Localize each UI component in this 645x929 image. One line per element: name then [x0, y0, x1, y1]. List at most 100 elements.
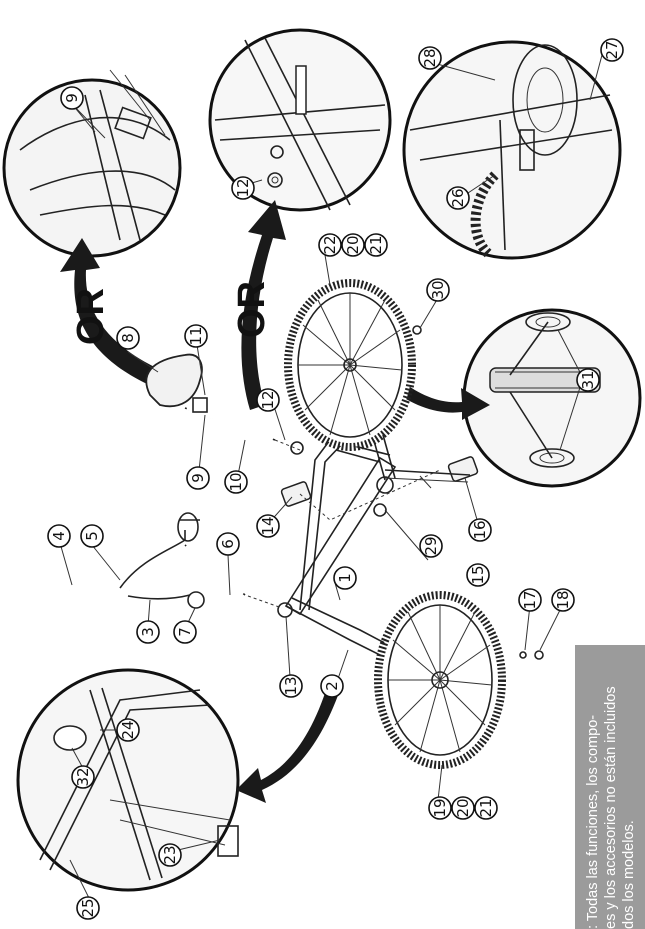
part-callout-21: 21 — [364, 233, 388, 257]
callout-number: 4 — [50, 531, 68, 541]
callout-circle — [71, 765, 95, 789]
part-callout-20: 20 — [451, 796, 475, 820]
part-callout-25: 25 — [76, 896, 100, 920]
part-callout-12: 12 — [231, 176, 255, 200]
callout-circle — [256, 388, 280, 412]
part-callout-30: 30 — [426, 278, 450, 302]
callout-number: 19 — [431, 798, 449, 817]
callout-circle — [341, 233, 365, 257]
callout-circle — [418, 46, 442, 70]
detail-frame-bolt — [208, 28, 392, 212]
part-callout-24: 24 — [116, 718, 140, 742]
or-label-right: OR — [231, 281, 273, 338]
part-callout-29: 29 — [419, 534, 443, 558]
handlebar-assembly — [69, 512, 283, 609]
detail-training-wheels — [462, 308, 642, 488]
note-line-3: dos los modelos. — [621, 820, 637, 929]
part-callout-28: 28 — [418, 46, 442, 70]
part-callout-5: 5 — [80, 524, 104, 548]
part-callout-12: 12 — [256, 388, 280, 412]
callout-circle — [184, 324, 208, 348]
callout-number: 27 — [603, 40, 621, 59]
part-callout-4: 4 — [47, 524, 71, 548]
callout-circle — [279, 674, 303, 698]
part-callout-31: 31 — [576, 368, 600, 392]
callout-circle — [216, 532, 240, 556]
front-wheel — [284, 279, 416, 451]
detail-seat-clamp — [2, 69, 182, 258]
part-callout-22: 22 — [318, 233, 342, 257]
callout-circle — [116, 326, 140, 350]
part-callout-9: 9 — [60, 86, 84, 110]
callout-number: 9 — [63, 93, 81, 103]
part-callout-2: 2 — [320, 674, 344, 698]
callout-number: 11 — [187, 326, 205, 345]
callout-number: 5 — [83, 531, 101, 541]
note-box: : Todas las funciones, los compo- es y l… — [575, 645, 645, 929]
callout-number: 7 — [176, 627, 194, 637]
part-callout-11: 11 — [184, 324, 208, 348]
callout-circle — [474, 796, 498, 820]
callout-circle — [451, 796, 475, 820]
callout-number: 12 — [259, 390, 277, 409]
callout-number: 31 — [579, 370, 597, 389]
callout-number: 32 — [74, 767, 92, 786]
part-callout-20: 20 — [341, 233, 365, 257]
callout-circle — [551, 588, 575, 612]
callout-number: 10 — [227, 472, 245, 491]
rear-wheel — [374, 591, 506, 769]
callout-circle — [466, 563, 490, 587]
callout-circle — [364, 233, 388, 257]
callout-circle — [256, 514, 280, 538]
callout-circle — [600, 38, 624, 62]
callout-circle — [333, 566, 357, 590]
callout-number: 29 — [422, 536, 440, 555]
callout-number: 18 — [554, 590, 572, 609]
callout-circle — [116, 718, 140, 742]
callout-circle — [419, 534, 443, 558]
part-callout-8: 8 — [116, 326, 140, 350]
seat-assembly — [145, 353, 304, 455]
callout-circle — [518, 588, 542, 612]
callout-number: 12 — [234, 178, 252, 197]
part-callout-3: 3 — [136, 620, 160, 644]
part-callout-26: 26 — [446, 186, 470, 210]
callout-number: 24 — [119, 720, 137, 739]
part-callout-13: 13 — [279, 674, 303, 698]
part-callout-9: 9 — [186, 466, 210, 490]
callout-number: 6 — [219, 539, 237, 549]
part-callout-18: 18 — [551, 588, 575, 612]
callout-number: 28 — [421, 48, 439, 67]
callout-circle — [468, 518, 492, 542]
callout-circle — [136, 620, 160, 644]
callout-number: 20 — [454, 798, 472, 817]
part-callout-27: 27 — [600, 38, 624, 62]
part-callout-15: 15 — [466, 563, 490, 587]
callout-number: 1 — [336, 573, 354, 583]
note-line-1: : Todas las funciones, los compo- — [585, 715, 601, 929]
callout-circle — [158, 843, 182, 867]
callout-circle — [80, 524, 104, 548]
part-callout-6: 6 — [216, 532, 240, 556]
callout-number: 14 — [259, 516, 277, 535]
callout-number: 26 — [449, 188, 467, 207]
callout-circle — [428, 796, 452, 820]
callout-number: 22 — [321, 235, 339, 254]
or-label-left: OR — [70, 288, 112, 345]
part-callout-32: 32 — [71, 765, 95, 789]
detail-chain-guard — [402, 40, 622, 260]
callout-number: 15 — [469, 565, 487, 584]
callout-circle — [224, 470, 248, 494]
callout-number: 30 — [429, 280, 447, 299]
part-callout-1: 1 — [333, 566, 357, 590]
callout-number: 8 — [119, 333, 137, 343]
callout-number: 16 — [471, 520, 489, 539]
part-callout-14: 14 — [256, 514, 280, 538]
callout-circle — [446, 186, 470, 210]
callout-circle — [576, 368, 600, 392]
part-callout-7: 7 — [173, 620, 197, 644]
callout-number: 13 — [282, 676, 300, 695]
callout-circle — [320, 674, 344, 698]
